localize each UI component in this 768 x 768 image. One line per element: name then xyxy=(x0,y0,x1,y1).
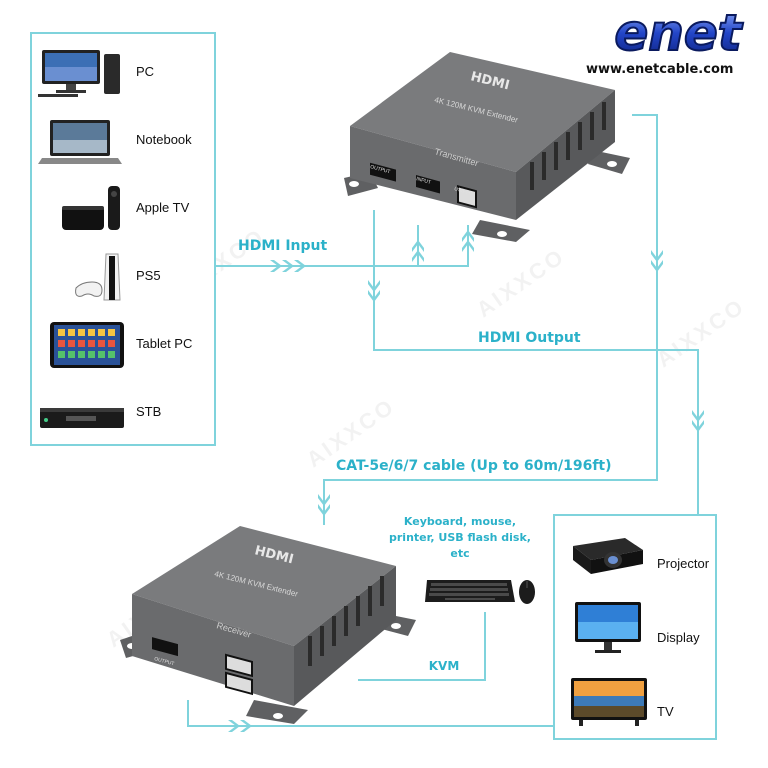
display-icon xyxy=(575,602,641,653)
pc-icon xyxy=(38,50,120,97)
hdmi-output-label: HDMI Output xyxy=(478,330,581,346)
source-devices-panel: PC Notebook Apple TV PS5 xyxy=(30,32,216,446)
projector-icon xyxy=(573,538,643,574)
website-url: www.enetcable.com xyxy=(586,62,734,77)
enet-logo: enet xyxy=(613,4,744,58)
apple-tv-icon xyxy=(62,186,120,230)
transmitter-device: HDMI 4K 120M KVM Extender Transmitter OU… xyxy=(344,52,630,242)
cable-label: CAT-5e/6/7 cable (Up to 60m/196ft) xyxy=(336,458,612,474)
notebook-icon xyxy=(38,120,122,164)
source-label: Tablet PC xyxy=(136,336,193,351)
keyboard-mouse-icon xyxy=(425,580,535,604)
source-label: Apple TV xyxy=(136,200,190,215)
source-label: PC xyxy=(136,64,155,79)
source-label: STB xyxy=(136,404,162,419)
hdmi-input-label: HDMI Input xyxy=(238,238,328,254)
source-label: PS5 xyxy=(136,268,161,283)
receiver-device: HDMI 4K 120M KVM Extender Receiver OUTPU… xyxy=(120,526,416,724)
source-item: PS5 xyxy=(32,252,204,302)
output-label: Display xyxy=(657,630,700,645)
output-label: TV xyxy=(657,704,674,719)
source-item: Tablet PC xyxy=(32,320,204,370)
ps5-icon xyxy=(75,253,121,301)
source-item: STB xyxy=(32,388,204,438)
output-label: Projector xyxy=(657,556,710,571)
peripherals-line: etc xyxy=(450,547,470,560)
receiver-port-label: OUTPUT xyxy=(153,656,174,667)
peripherals-label: Keyboard, mouse, printer, USB flash disk… xyxy=(380,514,540,562)
peripherals-line: printer, USB flash disk, xyxy=(389,531,531,544)
source-label: Notebook xyxy=(136,132,192,147)
tv-icon xyxy=(571,678,647,726)
output-devices-panel: Projector Display TV xyxy=(553,514,717,740)
receiver-port-label: KVM xyxy=(229,682,241,691)
peripherals-line: Keyboard, mouse, xyxy=(403,515,517,528)
logo-text: enet xyxy=(614,4,743,58)
tablet-icon xyxy=(50,322,124,368)
source-item: PC xyxy=(32,48,204,98)
source-item: Apple TV xyxy=(32,184,204,234)
set-top-box-icon xyxy=(40,408,124,428)
source-item: Notebook xyxy=(32,116,204,166)
kvm-label: KVM xyxy=(428,659,460,673)
transmitter-port-label: OUTPUT xyxy=(369,164,390,175)
transmitter-port-label: INPUT xyxy=(415,176,431,186)
transmitter-port-label: USB-PC xyxy=(453,186,473,197)
